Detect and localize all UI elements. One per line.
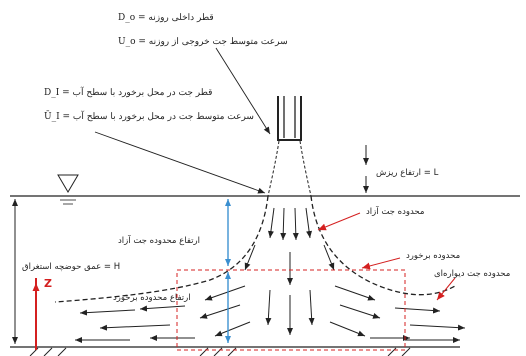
radial-flow-arrows (199, 285, 381, 337)
wall-jet-arrows (75, 305, 466, 343)
label-impingement-region: محدوده برخورد (406, 251, 460, 261)
falling-jet-outline (267, 140, 312, 197)
label-pool-depth: عمق حوضچه استغراق = H (22, 262, 120, 272)
region-pointer-arrows (317, 212, 456, 301)
impingement-region-box (176, 269, 406, 351)
label-z-axis: Z (44, 277, 52, 290)
label-nozzle-diameter: D_o = قطر داخلی روزنه (118, 13, 214, 23)
label-free-jet-height: ارتفاع محدوده جت آزاد (118, 234, 200, 246)
label-fall-height: ارتفاع ریزش = L (376, 168, 439, 178)
downward-flow-arrows (244, 207, 335, 335)
label-free-jet-region: محدوده جت آزاد (366, 205, 424, 217)
nozzle (277, 96, 302, 141)
leader-lines (94, 47, 271, 194)
floor-hatch (29, 347, 411, 356)
jet-spread-outline (54, 195, 456, 303)
label-impingement-height: ارتفاع محدوده برخورد (113, 293, 191, 303)
label-wall-jet-region: محدوده جت دیواره‌ای (434, 269, 510, 279)
label-nozzle-velocity: U_o = سرعت متوسط جت خروجی از روزنه (118, 37, 288, 47)
label-impact-diameter: D_I = قطر جت در محل برخورد با سطح آب (44, 86, 212, 98)
free-surface-symbol (57, 174, 79, 205)
label-impact-velocity: Ū_I = سرعت متوسط جت در محل برخورد با سطح… (44, 110, 254, 122)
